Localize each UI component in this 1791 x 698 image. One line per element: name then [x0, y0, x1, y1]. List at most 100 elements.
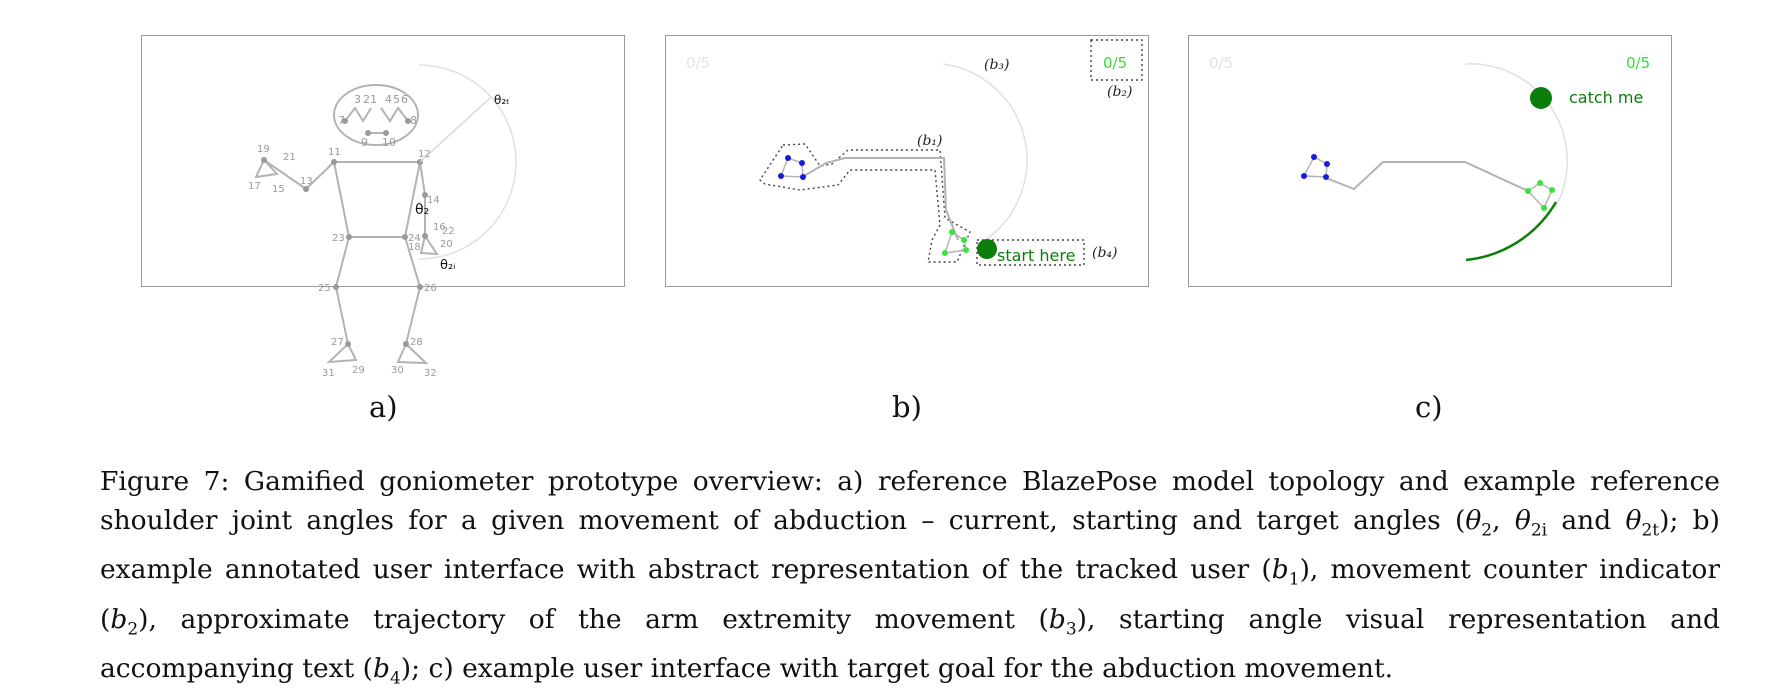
caption-part: and: [1547, 505, 1626, 536]
joint-number: 28: [410, 337, 423, 348]
joint-number: 30: [391, 365, 404, 376]
caption-part: Figure 7: Gamified goniometer prototype …: [100, 466, 1720, 536]
face-number: 5: [393, 93, 400, 106]
caption-subscript: 2: [1481, 520, 1493, 541]
counter-annotation-box: [1090, 39, 1143, 81]
joint-number: 32: [424, 368, 437, 379]
face-number: 1: [370, 93, 377, 106]
caption-symbol: b: [110, 603, 128, 635]
caption-subscript: 2t: [1641, 520, 1660, 541]
subfigure-label-c: c): [1415, 390, 1443, 424]
tracked-user-line: [803, 157, 959, 241]
right-thigh: [404, 236, 421, 288]
start-annotation-box: [976, 239, 1085, 266]
right-shin: [405, 286, 421, 345]
left-upper-arm: [305, 161, 335, 190]
caption-symbol: θ: [1465, 505, 1482, 536]
caption-symbol: b: [1271, 554, 1289, 586]
joint-number: 13: [300, 176, 313, 187]
joint-number: 20: [440, 239, 453, 250]
hand-shape: [1526, 182, 1553, 210]
face-number: 10: [382, 136, 396, 149]
caption-symbol: θ: [1625, 505, 1642, 536]
annotation-b4: (b₄): [1092, 245, 1118, 261]
catch-text: catch me: [1569, 88, 1643, 107]
joint-number: 15: [272, 184, 285, 195]
right-upper-arm: [419, 161, 426, 196]
left-shin: [335, 286, 349, 345]
face-number: 7: [338, 114, 345, 127]
face-number: 9: [361, 136, 368, 149]
left-eye-line: [344, 106, 372, 123]
angle-target-label: θ₂ₜ: [494, 93, 510, 107]
counter-text: 0/5: [1626, 54, 1650, 72]
start-target-circle: [977, 239, 997, 259]
panel-b-frame: [665, 35, 1149, 287]
trajectory-arc-b: [942, 63, 1028, 241]
joint-number: 26: [424, 283, 437, 294]
joint-number: 23: [332, 233, 345, 244]
subfigure-label-a: a): [369, 390, 398, 424]
caption-subscript: 1: [1288, 569, 1300, 590]
angle-current-label: θ₂: [415, 202, 429, 218]
caption-part: ), starting angle visual representation …: [100, 603, 1720, 684]
start-text: start here: [997, 246, 1075, 265]
joint-number: 29: [352, 365, 365, 376]
target-angle-ray: [419, 97, 491, 163]
right-foot: [396, 342, 429, 365]
face-number: 6: [401, 93, 408, 106]
torso-left: [333, 161, 350, 238]
annotation-b3: (b₃): [984, 57, 1010, 73]
target-circle: [1530, 87, 1552, 109]
joint-number: 24: [408, 233, 421, 244]
panel-a-figure: 3 2 1 4 5 6 7 8 9 10 11 12 13 14 15 16 1…: [248, 64, 517, 379]
left-thigh: [335, 236, 350, 288]
face-number: 8: [410, 114, 417, 127]
counter-text: 0/5: [1103, 54, 1127, 72]
joint-number: 14: [427, 195, 440, 206]
tracked-user-line: [1325, 161, 1529, 192]
panel-c-figure: 0/5 0/5 catch me: [1209, 54, 1650, 262]
joint-number: 22: [442, 226, 455, 237]
caption-subscript: 3: [1065, 618, 1077, 639]
joint-number: 19: [257, 144, 270, 155]
trajectory-arc-c: [1465, 63, 1568, 209]
joint-number: 16: [433, 222, 446, 233]
caption-part: ), approximate trajectory of the arm ext…: [138, 603, 1049, 635]
caption-part: ); c) example user interface with target…: [400, 652, 1394, 684]
caption-symbol: b: [372, 652, 390, 684]
left-forearm: [263, 159, 307, 190]
joint-number: 18: [408, 242, 421, 253]
joint-number: 21: [283, 152, 296, 163]
figure-caption: Figure 7: Gamified goniometer prototype …: [100, 462, 1720, 698]
caption-symbol: b: [1048, 603, 1066, 635]
panel-b-figure: 0/5 0/5 start here (b₁) (b₂) (b₃) (b₄): [686, 39, 1143, 266]
joint-number: 27: [331, 337, 344, 348]
joint-number: 31: [322, 368, 335, 379]
trajectory-arc-a: [418, 64, 517, 260]
counter-faint: 0/5: [1209, 54, 1233, 72]
caption-subscript: 2i: [1530, 520, 1548, 541]
right-eye-line: [380, 106, 409, 123]
left-hand: [254, 158, 280, 179]
subfigure-label-b: b): [892, 390, 922, 424]
angle-start-label: θ₂ᵢ: [440, 258, 456, 273]
caption-subscript: 2: [127, 618, 139, 639]
caption-subscript: 4: [389, 668, 401, 689]
annotation-b1: (b₁): [917, 133, 943, 149]
face-number: 4: [385, 93, 392, 106]
head-shape: [1302, 155, 1328, 178]
annotation-b2: (b₂): [1107, 84, 1133, 100]
face-outline: [333, 84, 419, 146]
joint-number: 17: [248, 181, 261, 192]
start-angle-arc: [1465, 201, 1558, 262]
joint-number: 25: [318, 283, 331, 294]
joint-number: 11: [328, 147, 341, 158]
face-number: 2: [363, 93, 370, 106]
joint-number: 12: [418, 149, 431, 160]
face-number: 3: [354, 93, 361, 106]
caption-part: ,: [1492, 505, 1515, 536]
caption-part: ); b) example annotated user interface w…: [100, 505, 1720, 586]
right-hand: [419, 233, 439, 256]
caption-symbol: θ: [1514, 505, 1531, 536]
